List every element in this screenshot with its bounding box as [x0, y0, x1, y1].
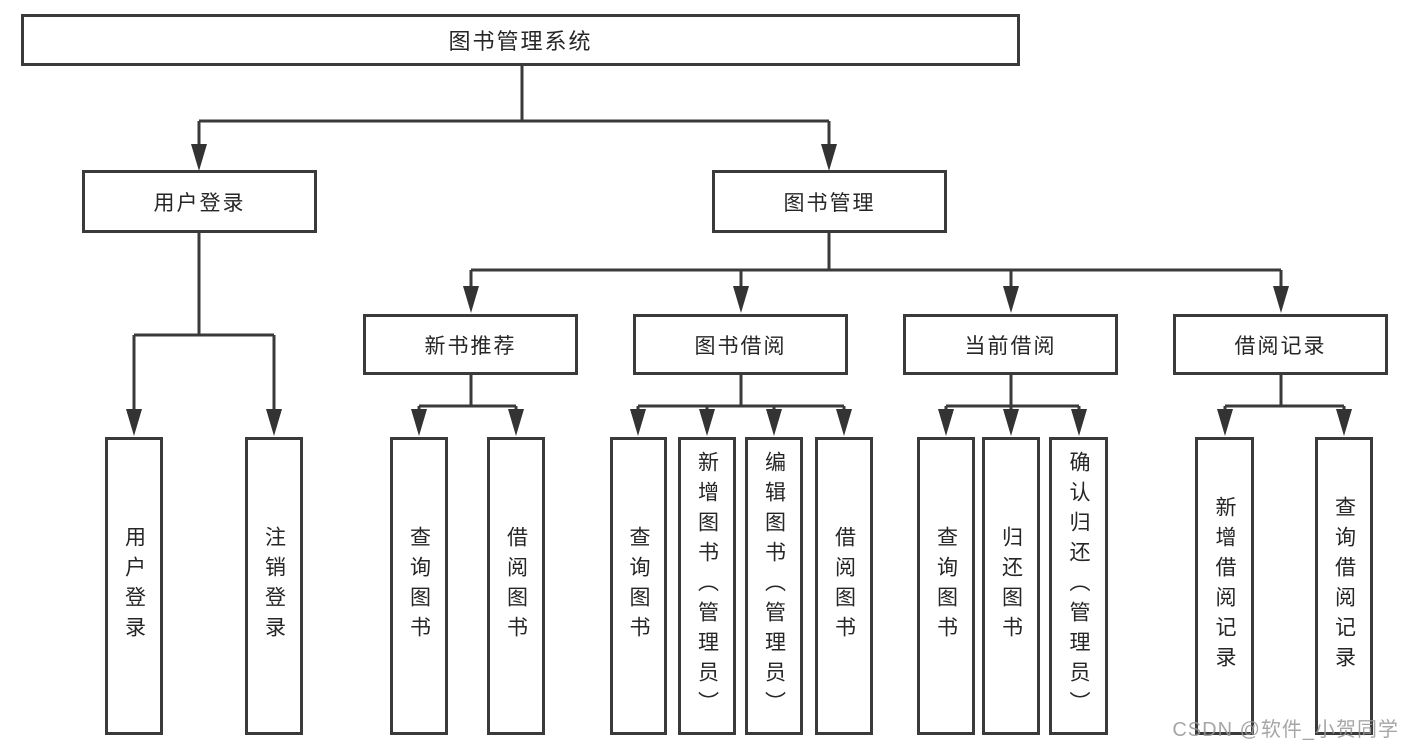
node-book-management: 图书管理 — [712, 170, 947, 233]
node-root: 图书管理系统 — [21, 14, 1020, 66]
leaf-query-book-1: 查询图书 — [390, 437, 448, 735]
leaf-query-book-1-label: 查询图书 — [407, 526, 431, 646]
node-borrow-records-label: 借阅记录 — [1234, 334, 1327, 358]
leaf-query-book-3-label: 查询图书 — [934, 526, 958, 646]
leaf-add-book-admin: 新增图书（管理员） — [678, 437, 736, 735]
leaf-logout: 注销登录 — [245, 437, 303, 735]
leaf-confirm-return-admin: 确认归还（管理员） — [1049, 437, 1108, 735]
leaf-edit-book-admin-label: 编辑图书（管理员） — [762, 451, 786, 721]
leaf-query-book-3: 查询图书 — [917, 437, 975, 735]
leaf-logout-label: 注销登录 — [262, 526, 286, 646]
leaf-borrow-book-1-label: 借阅图书 — [504, 526, 528, 646]
node-new-book-recommend: 新书推荐 — [363, 314, 578, 375]
leaf-confirm-return-admin-label: 确认归还（管理员） — [1067, 451, 1090, 721]
leaf-query-borrow-record-label: 查询借阅记录 — [1332, 496, 1356, 676]
node-user-login: 用户登录 — [82, 170, 317, 233]
csdn-watermark: CSDN @软件_小贺同学 — [1172, 719, 1399, 741]
leaf-add-borrow-record-label: 新增借阅记录 — [1213, 496, 1236, 676]
leaf-return-book-label: 归还图书 — [999, 526, 1023, 646]
leaf-query-book-2: 查询图书 — [610, 437, 667, 735]
node-book-borrow-label: 图书借阅 — [694, 334, 787, 358]
node-book-borrow: 图书借阅 — [633, 314, 848, 375]
leaf-add-book-admin-label: 新增图书（管理员） — [695, 451, 719, 721]
node-current-borrow: 当前借阅 — [903, 314, 1118, 375]
node-borrow-records: 借阅记录 — [1173, 314, 1388, 375]
leaf-borrow-book-2: 借阅图书 — [815, 437, 873, 735]
node-root-label: 图书管理系统 — [448, 29, 593, 54]
leaf-borrow-book-2-label: 借阅图书 — [832, 526, 856, 646]
leaf-user-login-label: 用户登录 — [122, 526, 146, 646]
leaf-query-book-2-label: 查询图书 — [627, 526, 650, 646]
leaf-return-book: 归还图书 — [982, 437, 1040, 735]
node-new-book-recommend-label: 新书推荐 — [424, 334, 517, 358]
leaf-add-borrow-record: 新增借阅记录 — [1195, 437, 1254, 735]
leaf-user-login: 用户登录 — [105, 437, 163, 735]
leaf-query-borrow-record: 查询借阅记录 — [1315, 437, 1373, 735]
leaf-edit-book-admin: 编辑图书（管理员） — [745, 437, 803, 735]
node-current-borrow-label: 当前借阅 — [964, 334, 1057, 358]
leaf-borrow-book-1: 借阅图书 — [487, 437, 545, 735]
node-book-management-label: 图书管理 — [783, 191, 876, 215]
node-user-login-label: 用户登录 — [153, 191, 246, 215]
